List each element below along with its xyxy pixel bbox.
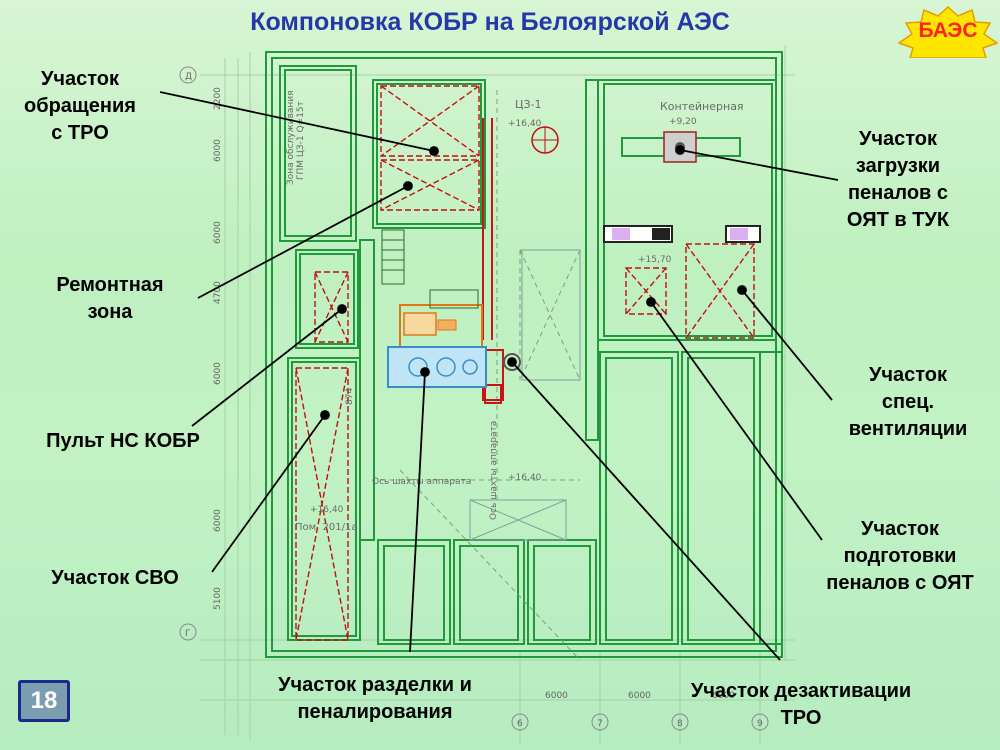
callout-line: пеналов с ОЯТ xyxy=(826,572,974,594)
cutting-equipment xyxy=(387,126,559,388)
axis-7-label: 7 xyxy=(597,719,603,729)
callout-repair-zone: Ремонтная зона xyxy=(20,272,200,326)
red-crossed-zones xyxy=(295,85,755,641)
room-label: Пом. 201/1а xyxy=(295,522,358,533)
axis-markers xyxy=(179,66,769,731)
leader-dot xyxy=(337,304,347,314)
gpm-label: ГПМ ЦЗ-1 Q=15т xyxy=(296,101,306,180)
leader-dot xyxy=(429,146,439,156)
dim-label: 6000 xyxy=(213,139,223,162)
dim-label: 5100 xyxy=(213,587,223,610)
callout-line: Ремонтная xyxy=(56,274,164,296)
axis-labels: Д Г 6 7 8 9 xyxy=(185,72,763,729)
leader-dot xyxy=(737,285,747,295)
dim-label: 6000 xyxy=(213,221,223,244)
plan-texts: ЦЗ-1 Контейнерная Зона обслуживания ГПМ … xyxy=(286,90,744,533)
dim-label: 6000 xyxy=(213,362,223,385)
callout-cutting: Участок разделки и пеналирования xyxy=(240,672,510,726)
callout-line: обращения xyxy=(24,95,136,117)
callout-line: спец. xyxy=(881,391,935,413)
leader-cutting xyxy=(409,371,426,653)
page-number: 18 xyxy=(30,687,58,714)
building-walls xyxy=(265,51,783,658)
zone-service-label: Зона обслуживания xyxy=(286,90,296,185)
axis-8-label: 8 xyxy=(677,719,683,729)
page-number-badge: 18 xyxy=(18,680,70,722)
leader-dot xyxy=(507,357,517,367)
stairs xyxy=(381,229,405,285)
callout-line: с ТРО xyxy=(51,122,109,144)
callout-svo: Участок СВО xyxy=(51,567,179,589)
axis-9-label: 9 xyxy=(757,719,763,729)
callout-line: Участок xyxy=(858,128,938,150)
callout-tro-handling: Участок обращения с ТРО xyxy=(0,66,160,147)
callout-ventilation: Участок спец. вентиляции xyxy=(808,362,1000,443)
elevation-marker: +15,70 xyxy=(638,255,672,265)
slide-title: Компоновка КОБР на Белоярской АЭС xyxy=(250,8,730,36)
leader-dot xyxy=(320,410,330,420)
leader-tro-handling xyxy=(159,91,435,152)
leader-dot xyxy=(646,297,656,307)
callout-line: Участок разделки и xyxy=(278,674,472,696)
logo-text: БАЭС xyxy=(918,19,978,42)
callout-line: Участок дезактивации xyxy=(690,680,912,702)
shaft-axis-vertical-label: Ось шахты аппарата xyxy=(489,421,499,520)
dimension-labels: 2200 6000 6000 4700 6000 6000 5100 6000 … xyxy=(213,87,735,701)
leader-ventilation xyxy=(741,289,833,401)
leader-preparation xyxy=(650,301,823,541)
dim-label: 6000 xyxy=(213,509,223,532)
callout-line: загрузки xyxy=(855,155,941,177)
callout-line: Участок xyxy=(868,364,948,386)
dim-label: 6000 xyxy=(712,691,735,701)
callout-line: Участок xyxy=(860,518,940,540)
elevation-marker: +16,40 xyxy=(310,505,344,515)
dashed-rectangles xyxy=(469,249,581,541)
shaft-axis-label: Ось шахты аппарата xyxy=(372,477,471,487)
axis-d-label: Д xyxy=(185,72,192,82)
leader-control-panel xyxy=(191,308,343,427)
leader-loading xyxy=(679,149,839,181)
callout-line: Участок xyxy=(40,68,120,90)
leader-dot xyxy=(420,367,430,377)
callout-line: зона xyxy=(87,301,133,323)
leader-decontamination xyxy=(511,361,781,661)
axis-g-label: Г xyxy=(185,629,191,639)
leader-dot xyxy=(675,145,685,155)
container-room-label: Контейнерная xyxy=(660,100,744,113)
dim-label: 6000 xyxy=(545,691,568,701)
callout-preparation: Участок подготовки пеналов с ОЯТ xyxy=(800,516,1000,597)
callout-line: ОЯТ в ТУК xyxy=(846,209,950,231)
dim-label: 2200 xyxy=(213,87,223,110)
leader-repair-zone xyxy=(197,185,409,299)
cz-label: ЦЗ-1 xyxy=(515,98,542,111)
callout-line: пеналов с xyxy=(847,182,949,204)
elevation-marker: +9,20 xyxy=(669,117,697,127)
baes-logo-icon xyxy=(898,6,998,58)
elevation-marker: +16,40 xyxy=(508,119,542,129)
elevation-marker: +16,40 xyxy=(508,473,542,483)
axis-6-label: 6 xyxy=(517,719,523,729)
container-crane xyxy=(603,131,761,243)
callout-control-panel: Пульт НС КОБР xyxy=(46,430,200,452)
callout-line: вентиляции xyxy=(848,418,968,440)
callout-line: пеналирования xyxy=(297,701,453,723)
callout-decontamination: Участок дезактивации ТРО xyxy=(656,678,946,732)
mark-874-label: 874 xyxy=(345,388,355,405)
callout-line: ТРО xyxy=(780,707,822,729)
dim-label: 4700 xyxy=(213,281,223,304)
leader-svo xyxy=(211,414,326,573)
dim-label: 6000 xyxy=(628,691,651,701)
callout-line: подготовки xyxy=(843,545,957,567)
callout-loading: Участок загрузки пеналов с ОЯТ в ТУК xyxy=(808,126,988,234)
callout-leaders xyxy=(159,91,839,661)
leader-dot xyxy=(403,181,413,191)
